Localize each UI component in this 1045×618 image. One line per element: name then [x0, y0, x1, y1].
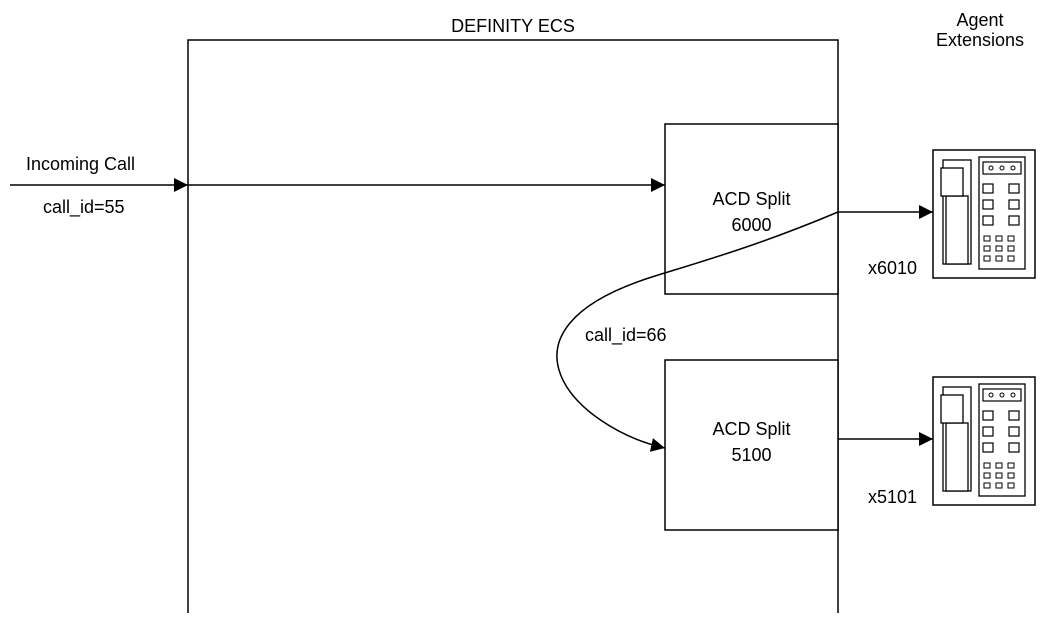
extension-x6010-label: x6010 — [868, 258, 918, 278]
telephone-set-icon — [932, 376, 1036, 506]
split-number: 5100 — [731, 445, 772, 465]
switch-box — [187, 39, 839, 613]
agent-extensions-header: Agent Extensions — [915, 10, 1045, 50]
acd-split-6000-label: ACD Split 6000 — [665, 186, 838, 238]
incoming-call-id: call_id=55 — [43, 197, 125, 217]
acd-split-5100-label: ACD Split 5100 — [665, 416, 838, 468]
incoming-call-label: Incoming Call — [26, 154, 136, 174]
agent-header-line2: Extensions — [935, 30, 1025, 50]
transfer-curve-arrow — [556, 211, 839, 452]
switch-title: DEFINITY ECS — [451, 16, 575, 36]
transfer-call-id: call_id=66 — [585, 325, 667, 345]
agent-header-line1: Agent — [956, 10, 1004, 30]
split-label-line1: ACD Split — [712, 189, 791, 209]
acd-split-5100-box — [664, 359, 839, 531]
split-number: 6000 — [731, 215, 772, 235]
telephone-set-icon — [932, 149, 1036, 279]
extension-x5101-label: x5101 — [868, 487, 918, 507]
split-label-line1: ACD Split — [712, 419, 791, 439]
acd-split-6000-box — [664, 123, 839, 295]
